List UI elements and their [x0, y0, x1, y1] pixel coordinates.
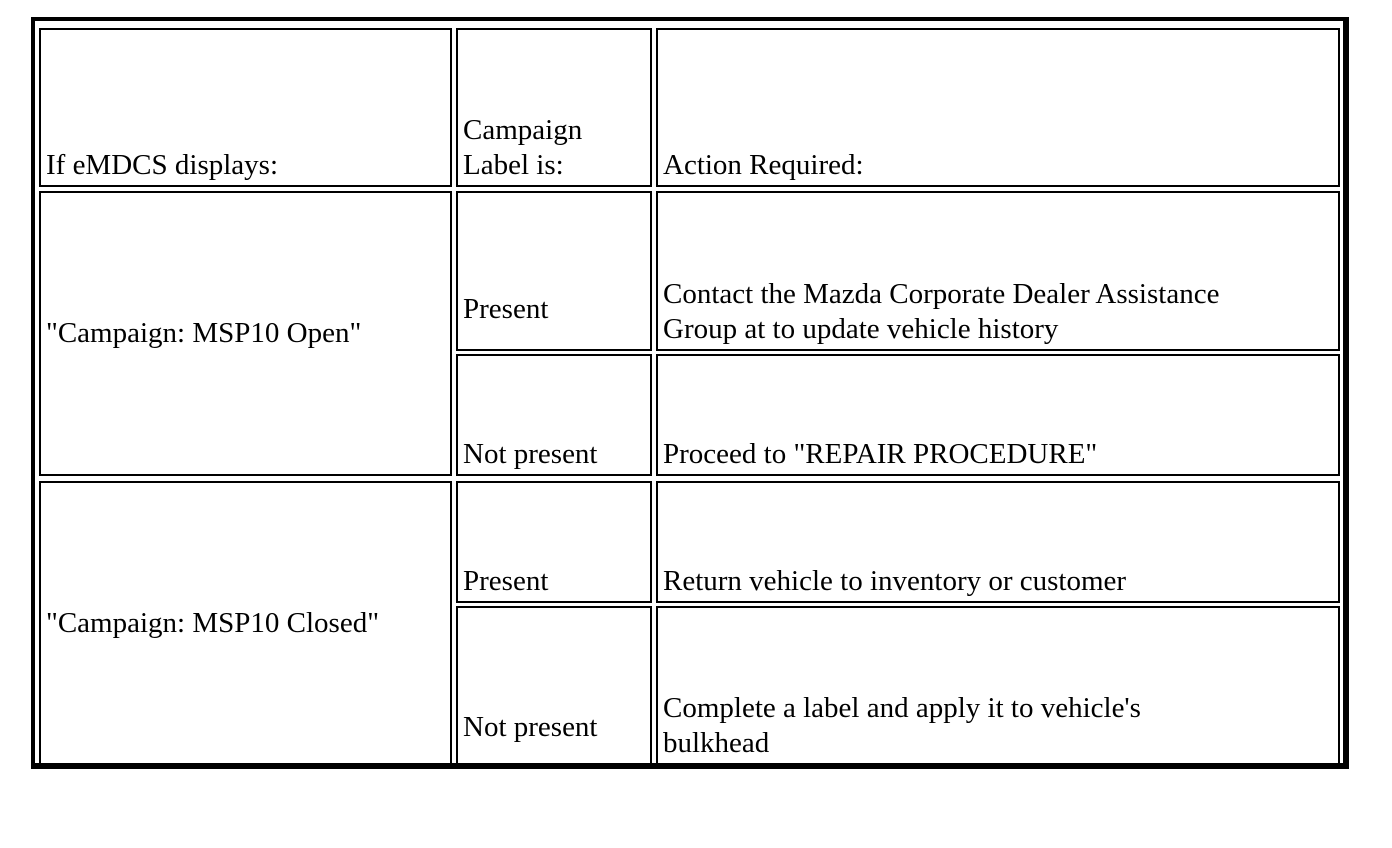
label-cell-closed-not-present: Not present: [456, 606, 652, 765]
label-status-text: Not present: [463, 711, 598, 743]
action-cell-open-present: Contact the Mazda Corporate Dealer Assis…: [656, 191, 1340, 351]
header-cell-action: Action Required:: [656, 28, 1340, 187]
label-status-text: Not present: [463, 438, 598, 470]
header-cell-display: If eMDCS displays:: [39, 28, 452, 187]
label-status-text: Present: [463, 293, 549, 325]
display-open-text: "Campaign: MSP10 Open": [46, 317, 362, 349]
campaign-action-table: If eMDCS displays: Campaign Label is: Ac…: [31, 17, 1349, 769]
label-cell-closed-present: Present: [456, 481, 652, 603]
header-label-line2: Label is:: [463, 149, 564, 181]
display-cell-open: "Campaign: MSP10 Open": [39, 191, 452, 476]
action-cell-open-not-present: Proceed to "REPAIR PROCEDURE": [656, 354, 1340, 476]
label-status-text: Present: [463, 565, 549, 597]
header-display-text: If eMDCS displays:: [46, 149, 278, 181]
action-text-line1: Proceed to "REPAIR PROCEDURE": [663, 438, 1098, 470]
action-cell-closed-not-present: Complete a label and apply it to vehicle…: [656, 606, 1340, 765]
display-closed-text: "Campaign: MSP10 Closed": [46, 606, 380, 639]
action-text-line1: Contact the Mazda Corporate Dealer Assis…: [663, 278, 1220, 310]
header-cell-label: Campaign Label is:: [456, 28, 652, 187]
display-cell-closed: "Campaign: MSP10 Closed": [39, 481, 452, 765]
action-text-line1: Complete a label and apply it to vehicle…: [663, 692, 1141, 724]
action-text-line2: Group at to update vehicle history: [663, 313, 1059, 345]
header-label-line1: Campaign: [463, 114, 583, 146]
action-text-line1: Return vehicle to inventory or customer: [663, 565, 1127, 597]
action-cell-closed-present: Return vehicle to inventory or customer: [656, 481, 1340, 603]
label-cell-open-not-present: Not present: [456, 354, 652, 476]
action-text-line2: bulkhead: [663, 727, 770, 759]
label-cell-open-present: Present: [456, 191, 652, 351]
header-action-text: Action Required:: [663, 149, 864, 181]
